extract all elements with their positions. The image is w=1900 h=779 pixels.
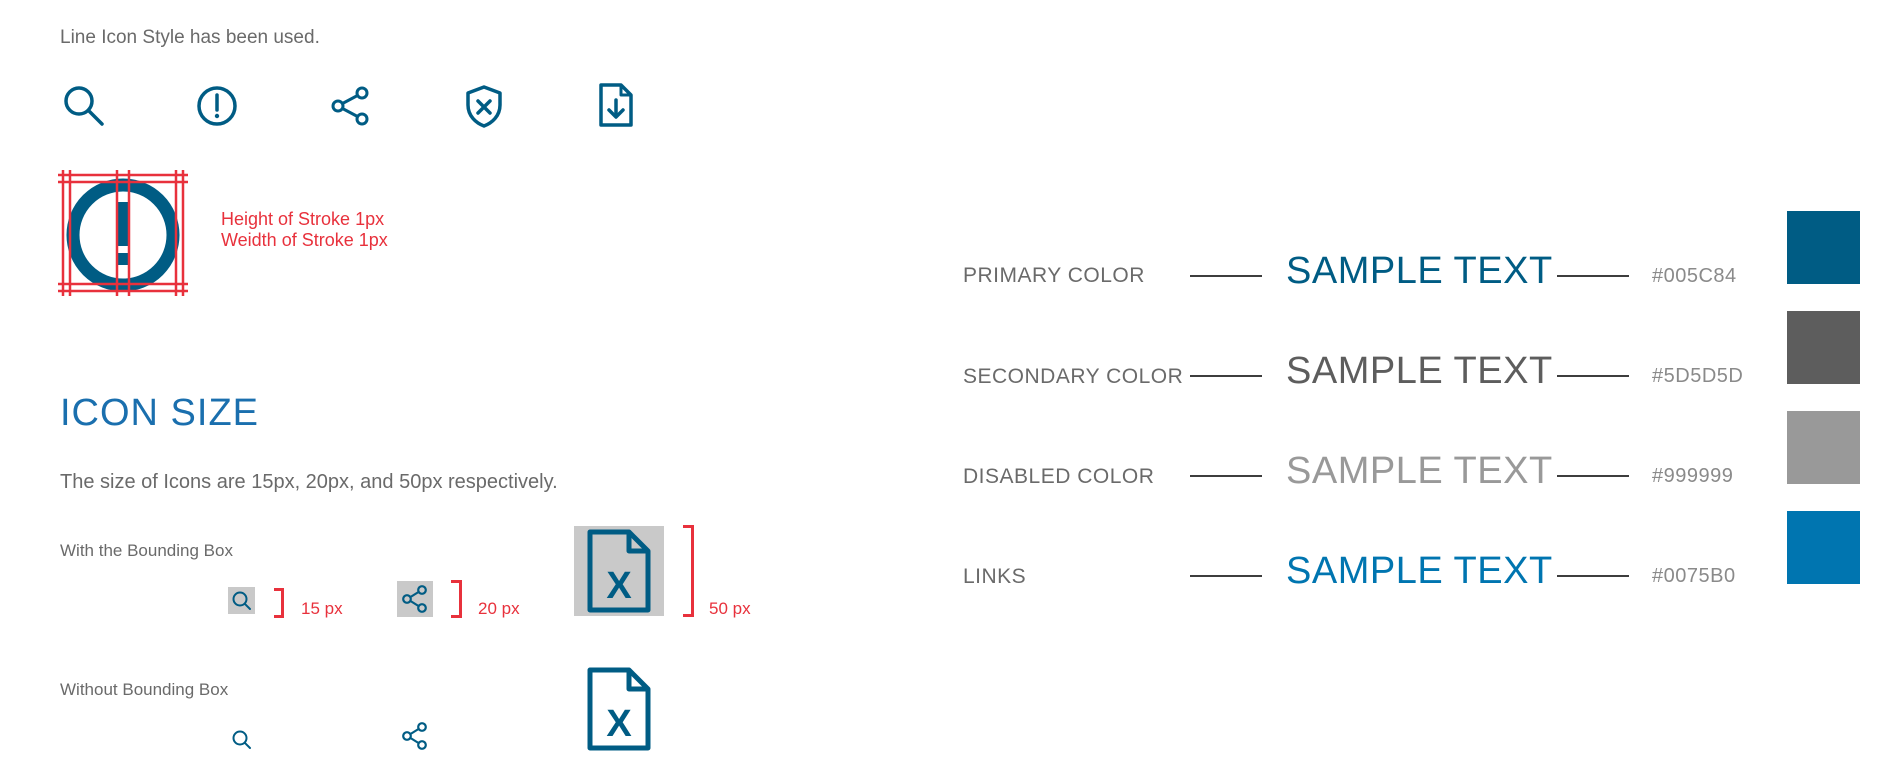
color-label: PRIMARY COLOR (963, 264, 1145, 287)
search-icon (228, 726, 255, 753)
share-icon (397, 718, 433, 754)
color-swatch (1787, 511, 1860, 584)
connector-line (1190, 475, 1262, 477)
size-bracket-50 (683, 525, 694, 617)
color-label: SECONDARY COLOR (963, 365, 1184, 388)
connector-line (1190, 275, 1262, 277)
bounding-box-50: X (574, 526, 664, 616)
stroke-height-note: Height of Stroke 1px (221, 209, 385, 229)
bounding-box-20 (397, 581, 433, 617)
without-bounding-box-label: Without Bounding Box (60, 680, 229, 699)
search-icon (232, 591, 251, 610)
size-label-50: 50 px (709, 599, 751, 618)
sample-text: SAMPLE TEXT (1286, 550, 1553, 592)
connector-line (1190, 375, 1262, 377)
shield-x-icon (462, 83, 506, 129)
connector-line (1190, 575, 1262, 577)
connector-line (1557, 475, 1629, 477)
stroke-guide-illustration (58, 170, 188, 305)
excel-file-icon: X (587, 529, 651, 613)
size-label-15: 15 px (301, 599, 343, 618)
color-swatch (1787, 311, 1860, 384)
bounding-box-15 (228, 587, 255, 614)
sample-text: SAMPLE TEXT (1286, 250, 1553, 292)
excel-file-icon: X (574, 664, 664, 754)
sample-text: SAMPLE TEXT (1286, 350, 1553, 392)
color-label: LINKS (963, 565, 1027, 588)
size-label-20: 20 px (478, 599, 520, 618)
color-hex: #0075B0 (1652, 565, 1736, 587)
color-swatch (1787, 411, 1860, 484)
icon-size-description: The size of Icons are 15px, 20px, and 50… (60, 471, 558, 493)
connector-line (1557, 575, 1629, 577)
size-bracket-20 (451, 580, 462, 618)
svg-text:X: X (606, 565, 632, 607)
exclamation-circle-icon (195, 84, 239, 128)
color-hex: #5D5D5D (1652, 365, 1744, 387)
share-icon (402, 585, 427, 613)
with-bounding-box-label: With the Bounding Box (60, 541, 233, 560)
sample-text: SAMPLE TEXT (1286, 450, 1553, 492)
color-hex: #005C84 (1652, 265, 1737, 287)
search-icon (62, 84, 106, 128)
color-label: DISABLED COLOR (963, 465, 1155, 488)
svg-text:X: X (606, 703, 632, 745)
size-bracket-15 (274, 588, 284, 618)
intro-text: Line Icon Style has been used. (60, 27, 320, 48)
icon-size-title: ICON SIZE (60, 392, 260, 434)
connector-line (1557, 275, 1629, 277)
color-swatch (1787, 211, 1860, 284)
stroke-width-note: Weidth of Stroke 1px (221, 230, 388, 250)
color-hex: #999999 (1652, 465, 1734, 487)
connector-line (1557, 375, 1629, 377)
file-download-icon (596, 82, 636, 128)
share-icon (329, 84, 373, 128)
